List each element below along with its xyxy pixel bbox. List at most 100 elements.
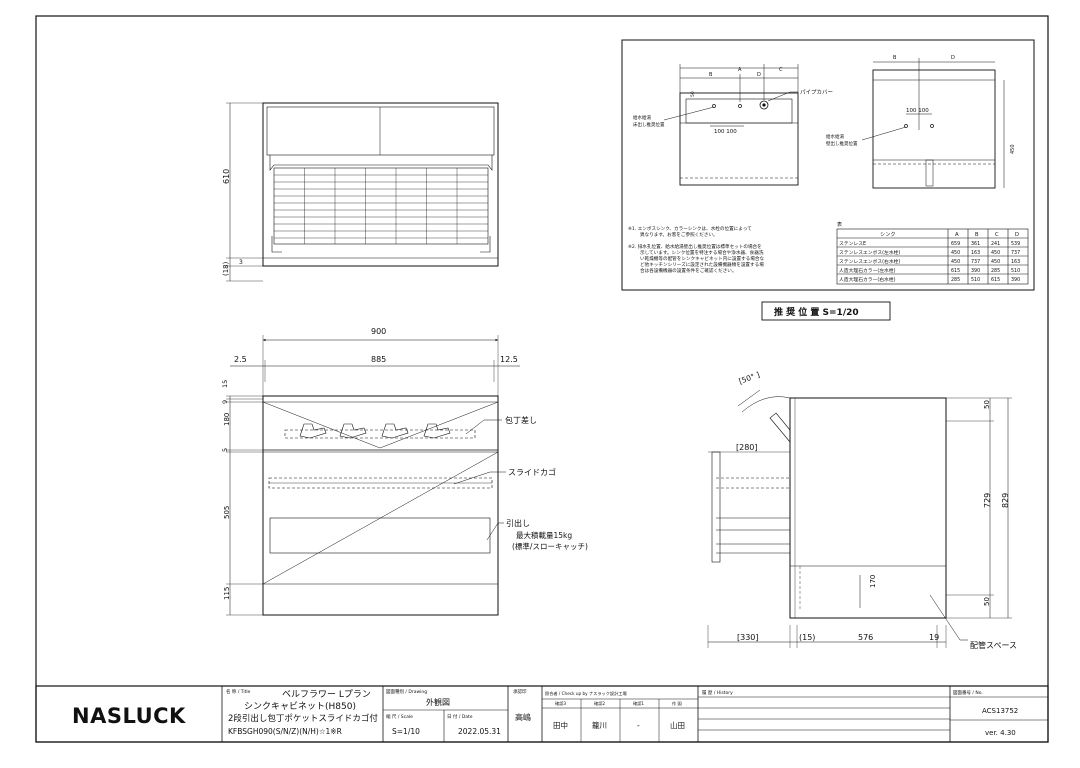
inset-dim-a: A	[738, 67, 742, 73]
side-dim-729: 729	[983, 493, 992, 508]
table-cell-value: 539	[1011, 241, 1020, 247]
inset-panel: B A D C 50 100 100 パイプカバー 給水給湯 床出し推奨位置 B…	[621, 39, 1035, 291]
note2-line1: ※2. 排水孔位置、給水給湯壁出し推奨位置は標準セットの場合を	[628, 243, 762, 250]
checker-name-4: 山田	[670, 720, 685, 730]
front-dim-9: 9	[221, 400, 229, 404]
knife-shape	[423, 423, 451, 439]
inset-caption: 推 奨 位 置 S=1/20	[774, 306, 859, 318]
table-cell-value: 450	[951, 259, 960, 265]
history-label: 履 歴 / History	[702, 690, 733, 696]
inset-pipe-cover-label: パイプカバー	[800, 89, 833, 96]
inset-right-dim-b: B	[893, 55, 897, 61]
table-cell-value: 163	[971, 250, 980, 256]
table-cell-sink: ステンレスエンボス(左水栓)	[839, 249, 900, 256]
table-cell-value: 737	[971, 259, 980, 265]
front-dim-115: 115	[223, 587, 231, 600]
side-dim-576: 576	[858, 633, 873, 642]
table-cell-value: 390	[971, 268, 980, 274]
inset-dim-b: B	[709, 72, 713, 78]
inset-dim-100-left: 100 100	[714, 129, 737, 135]
drawer-label: 引出し	[506, 518, 530, 528]
check-sub-2: 確認2	[594, 700, 605, 707]
title-label: 名 称 / Title	[226, 688, 251, 695]
table-cell-value: 615	[991, 277, 1000, 283]
slow-catch-label: (標準/スローキャッチ)	[512, 541, 588, 551]
knife-shape	[299, 423, 327, 439]
sheet-border	[35, 15, 1049, 743]
table-cell-value: 163	[1011, 259, 1020, 265]
slide-basket-label: スライドカゴ	[508, 467, 556, 477]
side-angle: [50° ]	[738, 370, 761, 386]
side-dim-330: [330]	[737, 633, 759, 642]
inset-dim-100-right: 100 100	[906, 108, 929, 114]
side-dim-280: [280]	[736, 443, 758, 452]
check-sub-3: 確認1	[633, 700, 644, 707]
side-dim-15: (15)	[799, 633, 815, 642]
knife-shape	[381, 423, 409, 439]
note2-line2: 示しています。シンク位置を特注する場合や浄水器、食器洗	[640, 249, 764, 256]
sink-table	[836, 228, 1029, 285]
inset-wall-label-1: 給水給湯	[826, 133, 844, 140]
inset-dim-50: 50	[690, 91, 696, 97]
drawing-number: ACS13752	[982, 707, 1018, 715]
table-header-c: C	[995, 232, 999, 238]
front-top-view	[226, 102, 499, 282]
nasluck-logo: NASLUCK	[72, 704, 186, 728]
side-dim-19: 19	[929, 633, 939, 642]
inset-floor-label-2: 床出し推奨位置	[633, 121, 665, 128]
inset-dim-c: C	[779, 67, 783, 73]
note1-line1: ※1. エンボスシンク、カラーシンクは、水栓の位置によって	[628, 225, 752, 232]
title-line-3: 2段引出し包丁ポケットスライドカゴ付	[228, 713, 378, 724]
piping-space-label: 配管スペース	[970, 640, 1017, 650]
table-cell-sink: 人造大理石カラー(左水栓)	[839, 267, 896, 274]
side-dim-170: 170	[869, 575, 877, 588]
table-cell-value: 241	[991, 241, 1000, 247]
drawing-number-label: 図面番号 / No.	[953, 689, 983, 696]
inset-right-dim-d: D	[951, 55, 955, 61]
table-cell-value: 450	[951, 250, 960, 256]
date-value: 2022.05.31	[458, 727, 501, 736]
front-dim-900: 900	[371, 327, 386, 336]
approval-label: 承認印	[513, 688, 527, 695]
front-dim-5: 5	[221, 448, 229, 452]
table-caption: 表	[837, 221, 842, 228]
top-dim-18: (18)	[222, 261, 230, 276]
front-dim-885: 885	[371, 355, 386, 364]
table-header-b: B	[975, 232, 979, 238]
scale-value: S=1/10	[392, 727, 420, 736]
table-cell-sink: ステンレスE	[839, 241, 866, 247]
title-line-1: ベルフラワー Lプラン	[282, 689, 371, 700]
table-cell-value: 361	[971, 241, 980, 247]
inset-dim-450: 450	[1010, 144, 1016, 154]
drawing-type-value: 外観図	[426, 697, 450, 707]
inset-dim-d: D	[757, 72, 761, 78]
checker-name-3: -	[637, 721, 640, 730]
note2-line4: ど他キッチンシリーズに設定された設備機器類を設置する場	[640, 261, 764, 268]
knife-shape	[339, 423, 367, 439]
title-block	[35, 685, 1049, 743]
table-cell-value: 510	[1011, 268, 1020, 274]
checker-name-1: 田中	[553, 720, 568, 730]
inset-floor-label-1: 給水給湯	[633, 114, 651, 121]
knife-rack-label: 包丁差し	[505, 415, 537, 425]
table-cell-value: 659	[951, 241, 960, 247]
note2-line5: 合は各設備機器の設置条件をご確認ください。	[640, 267, 736, 274]
version: ver. 4.30	[985, 729, 1016, 737]
table-cell-value: 737	[1011, 250, 1020, 256]
side-view	[707, 389, 1012, 648]
check-sub-4: 作 図	[672, 700, 682, 707]
table-cell-value: 615	[951, 268, 960, 274]
drawing-type-label: 図面種別 / Drawing	[386, 688, 427, 695]
table-cell-sink: 人造大理石カラー(右水栓)	[839, 276, 896, 283]
max-load-label: 最大積載量15kg	[516, 530, 572, 540]
date-label: 日 付 / Date	[447, 713, 473, 720]
table-cell-sink: ステンレスエンボス(右水栓)	[839, 258, 900, 265]
table-cell-value: 510	[971, 277, 980, 283]
table-cell-value: 450	[991, 250, 1000, 256]
title-line-4: KFBSGH090(S/N/Z)(N/H)☆1※R	[228, 727, 342, 736]
front-dim-12-5: 12.5	[500, 355, 518, 364]
table-header-d: D	[1015, 232, 1019, 238]
side-dim-50-top: 50	[983, 400, 991, 409]
